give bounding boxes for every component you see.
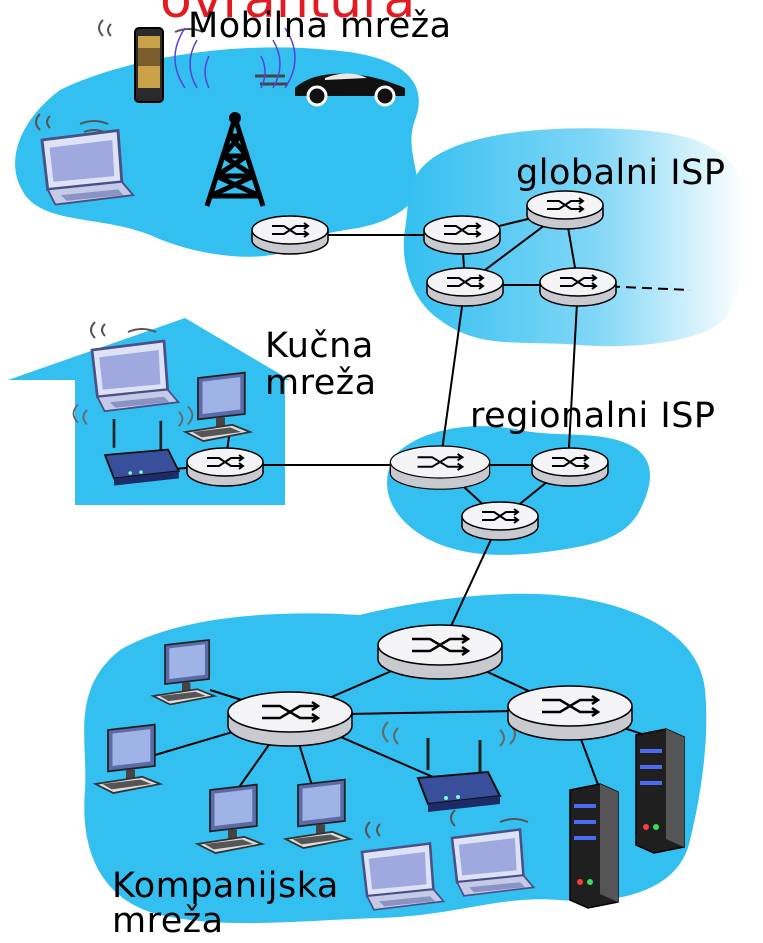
company-network-label-line1: Kompanijska <box>112 866 339 906</box>
home-network-label-line2: mreža <box>265 363 377 403</box>
company-router-3-icon <box>506 684 634 742</box>
mobile-router-icon <box>251 215 329 255</box>
slide-title-fragment: ovrantura <box>160 0 416 30</box>
company-laptop-1-icon <box>360 842 445 912</box>
company-router-1-icon <box>376 623 504 681</box>
car-icon <box>255 73 405 107</box>
global-isp-label: globalni ISP <box>516 153 726 193</box>
regional-isp-router-2-icon <box>531 447 609 487</box>
home-network-label-line1: Kučna <box>265 326 374 366</box>
regional-isp-router-1-icon <box>389 444 491 491</box>
company-router-2-icon <box>226 690 354 748</box>
mobile-laptop-wireless-icon <box>35 113 109 133</box>
company-network-label-line2: mreža <box>112 901 224 941</box>
global-isp-router-1-icon <box>423 215 501 255</box>
home-laptop-icon <box>90 339 180 413</box>
company-laptop-wireless-icon <box>365 809 529 839</box>
mobile-network-label: Mobilna mreža <box>188 6 452 46</box>
cell-tower-icon <box>174 27 296 207</box>
regional-isp-label: regionalni ISP <box>470 396 716 436</box>
home-router-icon <box>186 447 264 487</box>
company-laptop-2-icon <box>450 828 535 898</box>
company-server-1-icon <box>569 783 619 909</box>
smartphone-icon <box>98 19 204 103</box>
regional-isp-router-3-icon <box>461 501 539 541</box>
company-server-2-icon <box>635 728 685 854</box>
home-laptop-wireless-icon <box>90 321 157 339</box>
global-isp-router-4-icon <box>539 267 617 307</box>
global-isp-router-2-icon <box>526 190 604 230</box>
global-isp-router-3-icon <box>426 267 504 307</box>
mobile-laptop-icon <box>40 129 135 207</box>
